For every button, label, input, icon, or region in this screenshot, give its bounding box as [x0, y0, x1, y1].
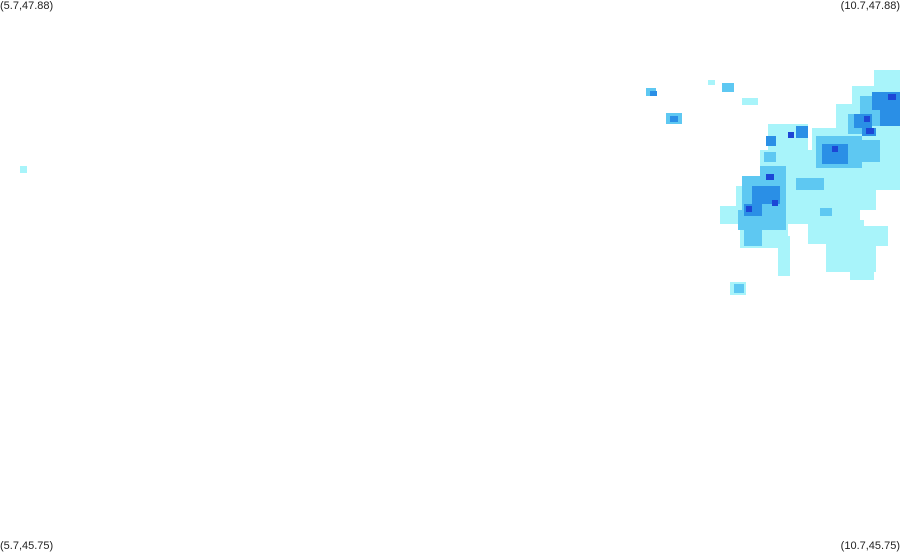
precipitation-heavy	[746, 94, 896, 212]
echo-cell	[742, 98, 758, 105]
echo-cell	[722, 83, 734, 92]
echo-cell	[670, 116, 678, 122]
corner-coordinate-bottom-right: (10.7,45.75)	[840, 540, 900, 552]
echo-cell	[650, 91, 657, 96]
echo-cell	[734, 284, 744, 293]
corner-coordinate-top-right: (10.7,47.88)	[840, 0, 900, 12]
corner-coordinate-top-left: (5.7,47.88)	[0, 0, 54, 12]
corner-coordinate-bottom-left: (5.7,45.75)	[0, 540, 54, 552]
echo-cell	[708, 80, 715, 85]
echo-cell	[20, 166, 27, 173]
